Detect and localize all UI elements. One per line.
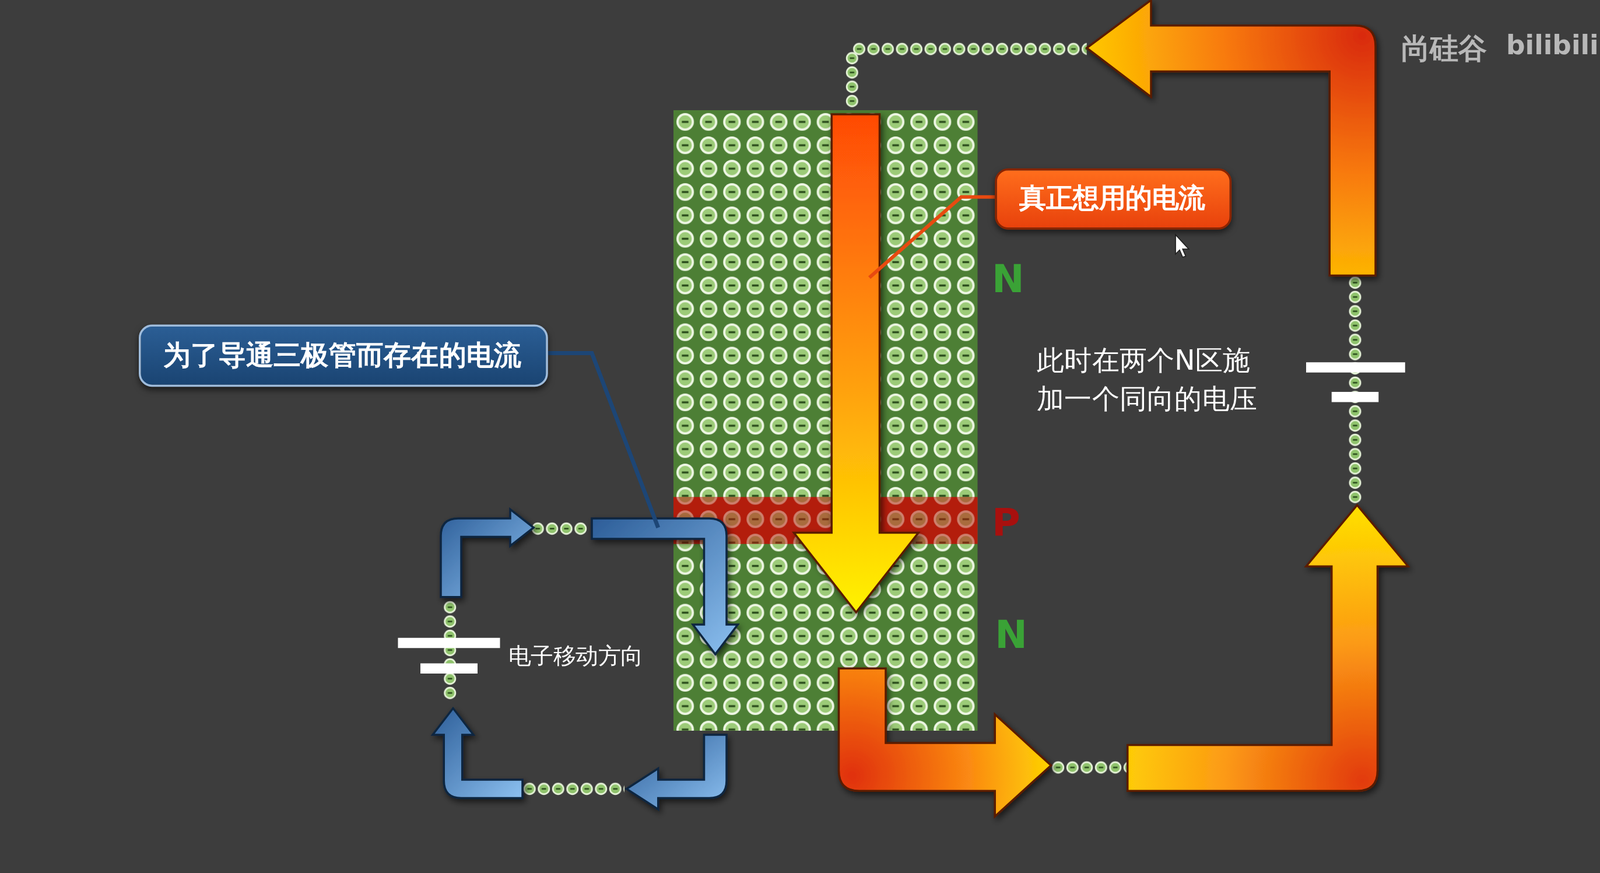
base-current-arrow — [432, 708, 523, 799]
current-arrow — [839, 668, 1052, 817]
watermark: 尚硅谷 — [1401, 31, 1487, 66]
note-text: 电子移动方向 — [508, 643, 644, 669]
note-text: 此时在两个N区施 加一个同向的电压 — [1036, 341, 1343, 419]
wire-chain — [443, 600, 458, 701]
callout-box: 真正想用的电流 — [994, 168, 1232, 230]
wire-chain — [530, 521, 588, 536]
wire-chain — [522, 781, 625, 797]
leader-line — [869, 197, 995, 278]
wire-chain — [1051, 760, 1129, 775]
main-current-arrow — [794, 114, 919, 613]
callout-text: 为了导通三极管而存在的电流 — [163, 337, 524, 375]
wire-chain — [851, 41, 1087, 57]
battery-plate — [1306, 362, 1406, 373]
watermark-logo: bilibili — [1506, 26, 1599, 65]
note-text: 电子移动方向 — [508, 640, 644, 673]
watermark-logo: bilibili — [1506, 29, 1599, 61]
region-label: P — [991, 496, 1021, 551]
callout-box: 为了导通三极管而存在的电流 — [138, 324, 549, 388]
battery-plate — [398, 637, 501, 649]
region-label: N — [994, 612, 1028, 658]
note-text: 此时在两个N区施 加一个同向的电压 — [1036, 344, 1258, 414]
base-current-arrow — [626, 734, 728, 810]
current-arrow — [1086, 0, 1376, 276]
battery-plate — [1331, 391, 1380, 403]
region-label: P — [991, 500, 1021, 546]
region-label: N — [991, 251, 1025, 307]
current-arrow — [1127, 504, 1409, 791]
region-label: N — [991, 255, 1025, 301]
base-current-arrow — [440, 509, 534, 598]
leader-line — [548, 353, 659, 528]
region-label: N — [994, 608, 1028, 663]
wire-chain — [1348, 275, 1363, 505]
mouse-cursor — [1175, 234, 1189, 258]
wire-chain — [844, 51, 860, 109]
watermark: 尚硅谷 — [1401, 28, 1487, 69]
callout-text: 真正想用的电流 — [1019, 180, 1207, 217]
base-current-arrow — [591, 518, 738, 655]
battery-plate — [420, 663, 478, 675]
